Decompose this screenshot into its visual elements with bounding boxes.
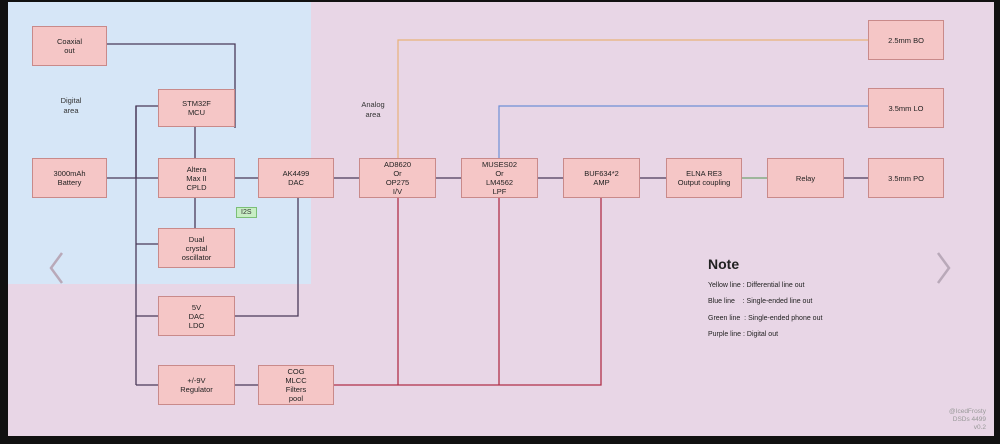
iv-block: AD8620 Or OP275 I/V (359, 158, 436, 198)
wire-bus-mcu (135, 105, 160, 178)
battery-block: 3000mAh Battery (32, 158, 107, 198)
regulator-block: +/-9V Regulator (158, 365, 235, 405)
note-title: Note (708, 256, 740, 272)
line-out-block: 3.5mm LO (868, 88, 944, 128)
previous-slide-button[interactable] (44, 248, 68, 288)
analog-area-label: Analog area (361, 100, 385, 119)
relay-block: Relay (767, 158, 844, 198)
cpld-block: Altera Max II CPLD (158, 158, 235, 198)
balanced-out-block: 2.5mm BO (868, 20, 944, 60)
block-diagram: Digital area Analog area Coaxial out STM… (8, 2, 994, 436)
wire-blue-line-out (498, 105, 868, 160)
connection-wires (107, 39, 868, 386)
next-slide-button[interactable] (932, 248, 956, 288)
dac-block: AK4499 DAC (258, 158, 334, 198)
digital-area-label: Digital area (60, 96, 82, 115)
output-coupling-block: ELNA RE3 Output coupling (666, 158, 742, 198)
coaxial-out-block: Coaxial out (32, 26, 107, 66)
watermark: @IcedFrosty DSDs 4499 v0.2 (949, 408, 986, 431)
note-line-yellow: Yellow line : Differential line out (708, 282, 805, 289)
wire-yellow-balanced-out (397, 39, 868, 160)
note-line-blue: Blue line : Single-ended line out (708, 298, 813, 305)
i2s-tag: I2S (236, 207, 257, 218)
note-line-purple: Purple line : Digital out (708, 331, 779, 338)
wire-ldo-dac (235, 198, 299, 317)
phone-out-block: 3.5mm PO (868, 158, 944, 198)
wire-filters-amp (334, 198, 602, 386)
mcu-block: STM32F MCU (158, 89, 235, 127)
lpf-block: MUSES02 Or LM4562 LPF (461, 158, 538, 198)
oscillator-block: Dual crystal oscillator (158, 228, 235, 268)
amp-block: BUF634*2 AMP (563, 158, 640, 198)
chevron-right-icon (936, 252, 951, 284)
note-line-green: Green line : Single-ended phone out (708, 315, 823, 322)
chevron-left-icon (49, 252, 64, 284)
filters-block: COG MLCC Filters pool (258, 365, 334, 405)
ldo-block: 5V DAC LDO (158, 296, 235, 336)
wire-coaxial-mcu (107, 43, 236, 128)
